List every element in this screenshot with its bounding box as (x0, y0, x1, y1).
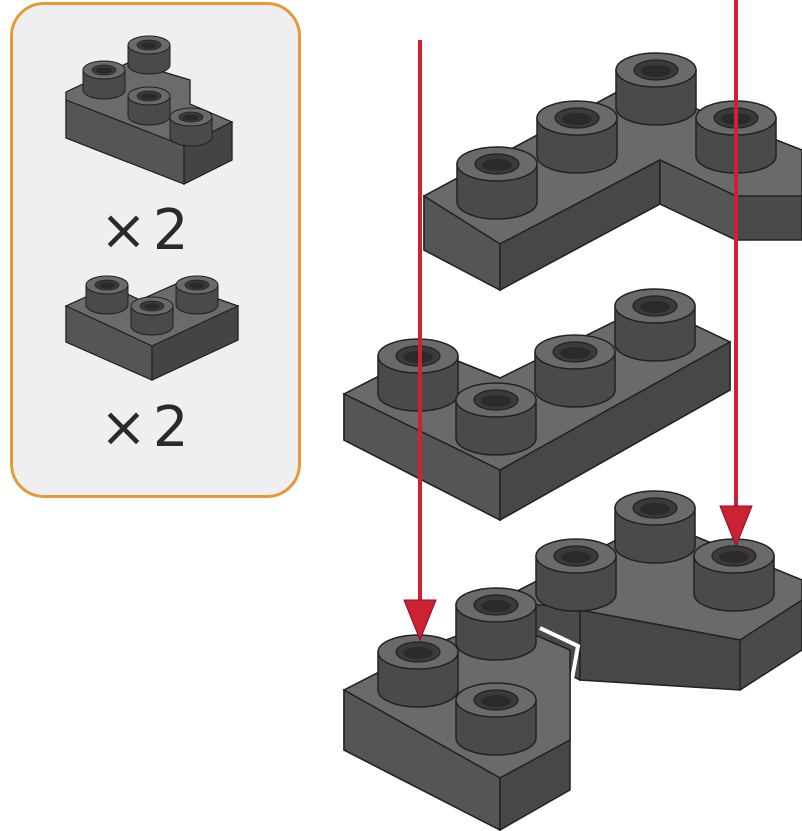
quantity-label-notched-plate: ×2 (100, 395, 195, 460)
part-icon-notched-plate (64, 275, 240, 381)
middle-notched-plate (342, 288, 732, 522)
bottom-combined-assembly (342, 490, 802, 831)
arrow-right (719, 0, 753, 548)
top-l-plate (422, 52, 802, 292)
quantity-label-l-plate: ×2 (100, 198, 195, 263)
part-icon-l-plate (65, 35, 234, 185)
arrow-left (403, 40, 437, 642)
